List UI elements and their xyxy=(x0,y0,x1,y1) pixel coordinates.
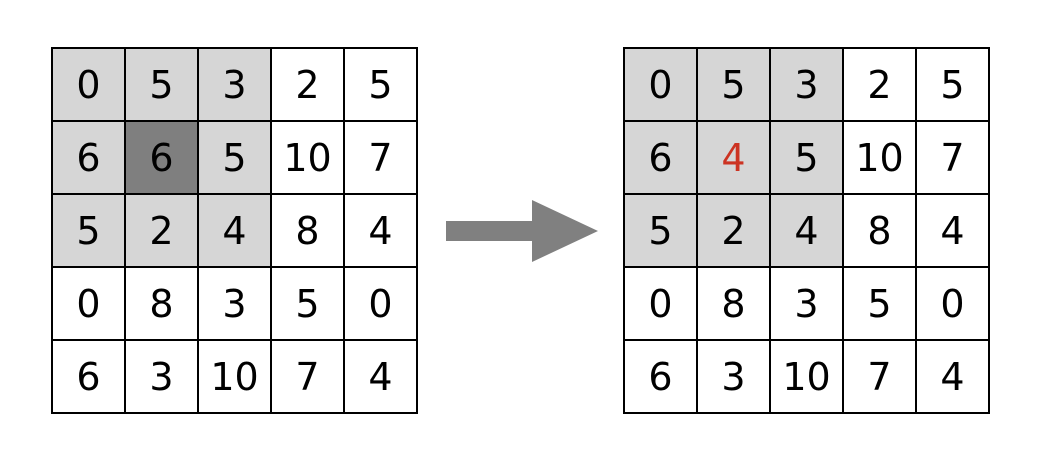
matrix-cell: 3 xyxy=(126,341,199,414)
matrix-cell: 6 xyxy=(625,122,698,195)
matrix-cell: 2 xyxy=(126,195,199,268)
matrix-cell: 10 xyxy=(272,122,345,195)
matrix-cell: 0 xyxy=(625,268,698,341)
matrix-cell: 8 xyxy=(126,268,199,341)
matrix-cell: 3 xyxy=(771,49,844,122)
matrix-cell: 5 xyxy=(625,195,698,268)
matrix-cell: 7 xyxy=(844,341,917,414)
matrix-cell: 4 xyxy=(917,341,990,414)
matrix-cell: 5 xyxy=(53,195,126,268)
matrix-cell: 5 xyxy=(844,268,917,341)
matrix-cell: 4 xyxy=(199,195,272,268)
matrix-cell: 4 xyxy=(345,341,418,414)
matrix-cell: 8 xyxy=(272,195,345,268)
matrix-cell: 8 xyxy=(698,268,771,341)
matrix-cell: 3 xyxy=(771,268,844,341)
matrix-cell: 8 xyxy=(844,195,917,268)
matrix-cell: 10 xyxy=(844,122,917,195)
matrix-cell: 4 xyxy=(771,195,844,268)
matrix-cell: 4 xyxy=(345,195,418,268)
matrix-cell: 10 xyxy=(771,341,844,414)
matrix-cell: 4 xyxy=(917,195,990,268)
matrix-cell: 6 xyxy=(53,122,126,195)
matrix-cell: 7 xyxy=(345,122,418,195)
matrix-cell: 5 xyxy=(126,49,199,122)
matrix-cell: 0 xyxy=(345,268,418,341)
center-cell: 6 xyxy=(126,122,199,195)
matrix-cell: 10 xyxy=(199,341,272,414)
matrix-cell: 3 xyxy=(698,341,771,414)
matrix-cell: 3 xyxy=(199,268,272,341)
matrix-cell: 5 xyxy=(917,49,990,122)
matrix-cell: 0 xyxy=(917,268,990,341)
matrix-cell: 6 xyxy=(53,341,126,414)
matrix-cell: 2 xyxy=(272,49,345,122)
matrix-cell: 2 xyxy=(844,49,917,122)
matrix-cell: 3 xyxy=(199,49,272,122)
matrix-cell: 0 xyxy=(625,49,698,122)
matrix-cell: 5 xyxy=(272,268,345,341)
matrix-cell: 5 xyxy=(698,49,771,122)
result-cell: 4 xyxy=(698,122,771,195)
matrix-cell: 7 xyxy=(917,122,990,195)
matrix-cell: 0 xyxy=(53,49,126,122)
matrix-cell: 5 xyxy=(199,122,272,195)
matrix-cell: 5 xyxy=(345,49,418,122)
matrix-cell: 7 xyxy=(272,341,345,414)
matrix-cell: 6 xyxy=(625,341,698,414)
matrix-cell: 5 xyxy=(771,122,844,195)
matrix-cell: 2 xyxy=(698,195,771,268)
right-arrow-icon xyxy=(446,200,598,262)
matrix-cell: 0 xyxy=(53,268,126,341)
